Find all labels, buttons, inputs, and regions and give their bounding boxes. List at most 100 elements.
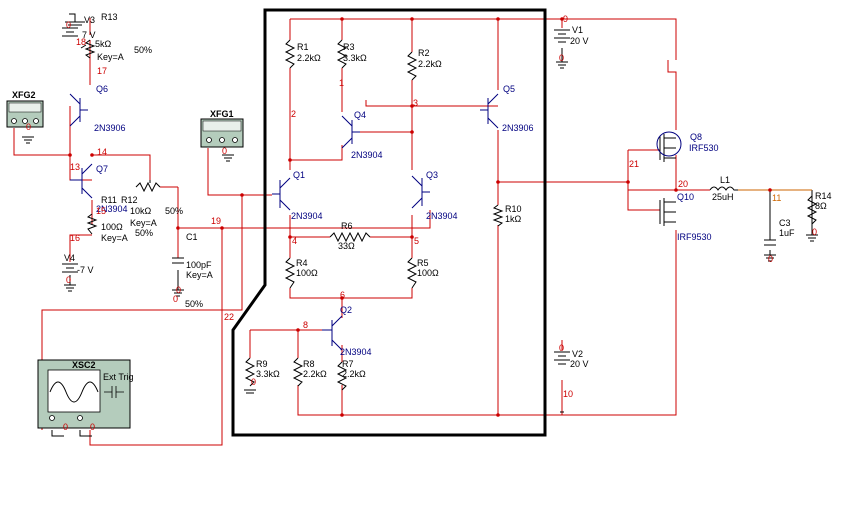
q1-symbol[interactable] bbox=[272, 177, 291, 211]
c3-name: C3 bbox=[779, 218, 791, 228]
net-0: 0 bbox=[768, 254, 773, 264]
r4-value: 100Ω bbox=[296, 268, 318, 278]
junction-dot bbox=[340, 296, 344, 300]
v4-ground-icon bbox=[64, 284, 76, 292]
xfg1-terminal-minus[interactable] bbox=[232, 137, 238, 143]
junction-dot bbox=[410, 130, 414, 134]
q6-symbol[interactable] bbox=[69, 93, 88, 127]
q8-circle bbox=[656, 131, 682, 157]
r6-symbol[interactable] bbox=[329, 231, 371, 243]
xfg2-terminal-plus[interactable] bbox=[11, 118, 17, 124]
q3-part: 2N3904 bbox=[426, 211, 458, 221]
r14-name: R14 bbox=[815, 191, 832, 201]
junction-dot bbox=[496, 17, 500, 21]
resistor-symbols bbox=[62, 27, 818, 391]
l1-symbol[interactable] bbox=[709, 186, 738, 191]
r3-name: R3 bbox=[343, 42, 355, 52]
xsc2-instrument[interactable] bbox=[37, 359, 131, 429]
wire-q10-drain bbox=[562, 230, 677, 416]
wire-q8-gate bbox=[627, 149, 660, 190]
r11-value: 100Ω bbox=[101, 222, 123, 232]
xsc2-screen bbox=[47, 369, 101, 413]
r5-symbol[interactable] bbox=[406, 257, 418, 289]
net-22: 22 bbox=[224, 312, 234, 322]
net-0: 0 bbox=[559, 343, 564, 353]
v3-symbol[interactable] bbox=[62, 27, 78, 37]
r1-symbol[interactable] bbox=[284, 39, 296, 69]
q4-symbol[interactable] bbox=[341, 115, 360, 149]
r6-value: 33Ω bbox=[338, 241, 355, 251]
r7-symbol[interactable] bbox=[336, 361, 348, 391]
r10-symbol[interactable] bbox=[492, 204, 504, 227]
r14-ground-icon bbox=[806, 234, 818, 242]
junction-dot bbox=[410, 17, 414, 21]
v3-value: 7 V bbox=[82, 30, 96, 40]
xsc2-label: XSC2 bbox=[72, 360, 96, 370]
r2-value: 2.2kΩ bbox=[418, 59, 442, 69]
junction-dot bbox=[340, 17, 344, 21]
r8-symbol[interactable] bbox=[292, 357, 304, 387]
xfg1-instrument[interactable] bbox=[200, 118, 244, 148]
xfg1-display bbox=[202, 120, 242, 132]
v1-symbol[interactable] bbox=[554, 29, 570, 43]
net-18: 18 bbox=[76, 37, 86, 47]
r11-symbol[interactable] bbox=[86, 213, 98, 235]
q5-symbol[interactable] bbox=[480, 93, 499, 129]
ground-symbols bbox=[22, 61, 818, 437]
q10-symbol[interactable] bbox=[659, 198, 676, 226]
net-6: 6 bbox=[340, 290, 345, 300]
junction-dot bbox=[68, 153, 72, 157]
q3-symbol[interactable] bbox=[411, 175, 430, 209]
r4-symbol[interactable] bbox=[284, 257, 296, 289]
r12-key: Key=A bbox=[130, 218, 157, 228]
xfg1-terminal-plus[interactable] bbox=[206, 137, 212, 143]
xsc2-terminal-a[interactable] bbox=[49, 415, 55, 421]
xfg2-terminal-minus[interactable] bbox=[33, 118, 39, 124]
net-5: 5 bbox=[414, 236, 419, 246]
xsc2-terminal-b[interactable] bbox=[77, 415, 83, 421]
c1-percent: 50% bbox=[185, 299, 203, 309]
q2-part: 2N3904 bbox=[340, 347, 372, 357]
c3-symbol[interactable] bbox=[764, 239, 776, 246]
r2-symbol[interactable] bbox=[406, 51, 418, 81]
wire-node14 bbox=[92, 154, 151, 180]
c1-value: 100pF bbox=[186, 260, 212, 270]
xfg1-terminal-com[interactable] bbox=[219, 137, 225, 143]
v4-symbol[interactable] bbox=[62, 263, 78, 273]
v1-value: 20 V bbox=[570, 36, 589, 46]
wire-node6 bbox=[289, 288, 413, 299]
r9-symbol[interactable] bbox=[244, 357, 256, 387]
transistor-symbols bbox=[69, 93, 499, 351]
xfg2-terminal-com[interactable] bbox=[22, 118, 28, 124]
net-4: 4 bbox=[292, 236, 297, 246]
q4-part: 2N3904 bbox=[351, 150, 383, 160]
q8-symbol[interactable] bbox=[659, 134, 676, 162]
net-15: 15 bbox=[96, 206, 106, 216]
v1-ground-icon bbox=[556, 61, 568, 69]
c1-symbol[interactable] bbox=[172, 257, 184, 264]
q2-symbol[interactable] bbox=[322, 315, 343, 351]
net-21: 21 bbox=[629, 159, 639, 169]
mosfet-symbols bbox=[659, 134, 676, 226]
r9-value: 3.3kΩ bbox=[256, 369, 280, 379]
r14-symbol[interactable] bbox=[806, 195, 818, 225]
net-0: 0 bbox=[176, 285, 181, 295]
junction-dot bbox=[560, 17, 564, 21]
v2-symbol[interactable] bbox=[554, 351, 570, 365]
net-1: 1 bbox=[339, 78, 344, 88]
net-10: 10 bbox=[563, 389, 573, 399]
r12-value: 10kΩ bbox=[130, 206, 152, 216]
q7-symbol[interactable] bbox=[70, 163, 93, 199]
xfg2-instrument[interactable] bbox=[6, 100, 44, 128]
r12-symbol[interactable] bbox=[135, 181, 161, 193]
xsc2-ground-b bbox=[79, 430, 92, 437]
c3-ground-icon bbox=[764, 254, 776, 262]
wire-q8-drain bbox=[667, 60, 677, 130]
q7-part: 2N3904 bbox=[96, 204, 128, 214]
r13-symbol[interactable] bbox=[84, 39, 96, 59]
junction-dot bbox=[340, 413, 344, 417]
r3-symbol[interactable] bbox=[336, 39, 348, 69]
v2-name: V2 bbox=[572, 349, 583, 359]
net-0: 0 bbox=[559, 53, 564, 63]
